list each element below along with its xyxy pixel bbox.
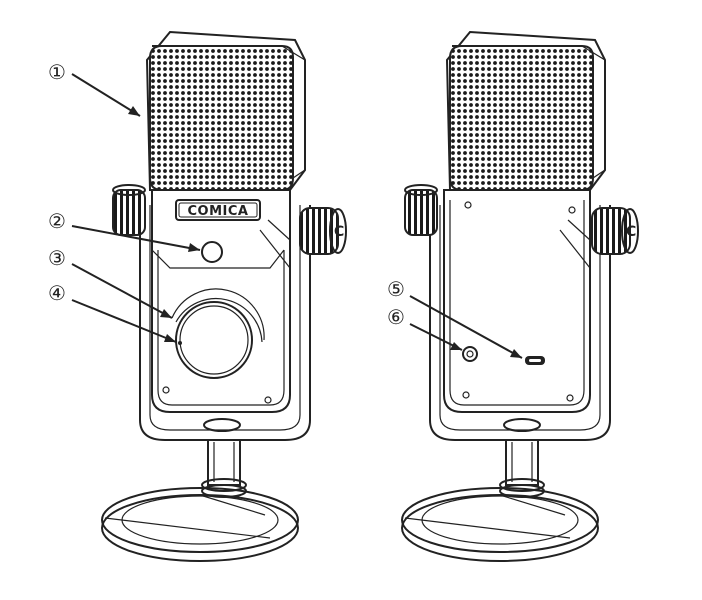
back-left-knob — [404, 184, 438, 236]
brand-logo: COMICA — [175, 199, 261, 221]
callout-5-label: ⑤ — [387, 277, 405, 301]
front-base — [101, 487, 299, 562]
callout-3-label: ③ — [48, 246, 66, 270]
front-right-knob: C — [299, 207, 347, 255]
front-microphone: C COMICA — [101, 30, 347, 562]
back-yoke — [429, 205, 611, 441]
callout-6: ⑥ — [387, 305, 463, 351]
back-base — [401, 487, 599, 562]
back-body — [443, 189, 591, 413]
callout-1: ① — [48, 60, 141, 117]
svg-text:C: C — [334, 224, 344, 240]
back-right-knob: C — [591, 207, 639, 255]
callout-4-label: ④ — [48, 281, 66, 305]
callout-4: ④ — [48, 281, 177, 343]
callout-1-label: ① — [48, 60, 66, 84]
svg-text:C: C — [626, 224, 636, 240]
headphone-jack — [462, 346, 478, 362]
back-grille — [445, 30, 606, 191]
back-microphone: C — [401, 30, 639, 562]
mute-button — [201, 241, 223, 263]
front-grille — [145, 30, 306, 191]
front-body — [151, 189, 291, 413]
callout-2: ② — [48, 209, 201, 252]
callout-6-label: ⑥ — [387, 305, 405, 329]
callout-2-label: ② — [48, 209, 66, 233]
front-left-knob — [112, 184, 146, 236]
callout-5: ⑤ — [387, 277, 523, 359]
volume-knob — [171, 288, 265, 379]
front-yoke — [139, 205, 311, 441]
usb-c-port — [525, 356, 545, 365]
callout-3: ③ — [48, 246, 173, 319]
brand-logo-text: COMICA — [188, 204, 249, 219]
